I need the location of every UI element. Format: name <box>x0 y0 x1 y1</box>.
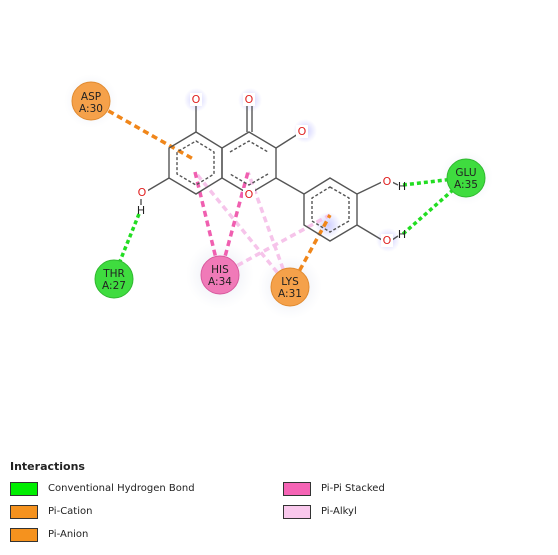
atom-labels: O O O O O H O H O H <box>136 93 406 247</box>
pi-pi-line-1 <box>193 171 222 276</box>
pi-pi-line-2 <box>218 171 250 276</box>
pi-alkyl-line-1 <box>193 170 292 290</box>
atom-o-c5: O <box>192 93 201 106</box>
residue-disc <box>270 267 310 307</box>
residue-name: LYS <box>281 276 299 288</box>
residue-disc <box>200 255 240 295</box>
residue-id: A:31 <box>278 288 302 300</box>
residue-name: ASP <box>81 91 101 103</box>
residue-thr[interactable]: THR A:27 <box>94 259 134 299</box>
ligand-skeleton <box>140 104 399 242</box>
ring-c-aromatic <box>229 140 269 186</box>
legend-label: Pi-Anion <box>48 529 89 540</box>
residue-disc <box>446 158 486 198</box>
atom-h-b3: H <box>398 180 406 193</box>
residue-name: GLU <box>455 167 476 179</box>
atom-h-c7: H <box>137 204 145 217</box>
legend-swatch <box>10 505 38 519</box>
legend-swatch <box>283 505 311 519</box>
residues: ASP A:30 GLU A:35 THR A:27 HIS A:34 LYS … <box>71 81 486 307</box>
atom-o-c3: O <box>298 125 307 138</box>
legend-label: Pi-Pi Stacked <box>321 483 385 494</box>
bond-c3-o <box>275 133 299 149</box>
legend-label: Pi-Cation <box>48 506 93 517</box>
residue-glu[interactable]: GLU A:35 <box>446 158 486 198</box>
residue-name: THR <box>102 268 125 280</box>
atom-o-carbonyl: O <box>245 93 254 106</box>
atom-o-ring: O <box>245 188 254 201</box>
residue-id: A:35 <box>454 179 478 191</box>
residue-id: A:27 <box>102 280 126 292</box>
legend-label: Conventional Hydrogen Bond <box>48 483 195 494</box>
legend-swatch <box>283 482 311 496</box>
legend-label: Pi-Alkyl <box>321 506 357 517</box>
legend-swatch <box>10 528 38 542</box>
residue-asp[interactable]: ASP A:30 <box>71 81 111 121</box>
residue-disc <box>94 259 134 299</box>
residue-id: A:30 <box>79 103 103 115</box>
residue-id: A:34 <box>208 276 232 288</box>
residue-his[interactable]: HIS A:34 <box>200 255 240 295</box>
bond-c2-phenyl <box>275 177 305 195</box>
pi-alkyl-line-3 <box>219 213 331 277</box>
atom-h-b4: H <box>398 228 406 241</box>
atom-o-b3: O <box>383 175 392 188</box>
atom-halos <box>184 88 400 252</box>
bond-c7-o <box>146 177 170 192</box>
residue-disc <box>71 81 111 121</box>
residue-name: HIS <box>211 264 229 276</box>
legend-swatch <box>10 482 38 496</box>
bond-b-o-upper <box>356 181 383 195</box>
ring-a-aromatic <box>176 140 215 186</box>
bond-b-o-lower <box>356 224 383 241</box>
atom-o-c7: O <box>138 186 147 199</box>
atom-o-b4: O <box>383 234 392 247</box>
ring-b-aromatic <box>311 186 350 233</box>
legend-title: Interactions <box>10 460 85 473</box>
interaction-diagram: O O O O O H O H O H ASP A:30 GLU A:35 TH… <box>64 74 493 319</box>
residue-lys[interactable]: LYS A:31 <box>270 267 310 307</box>
